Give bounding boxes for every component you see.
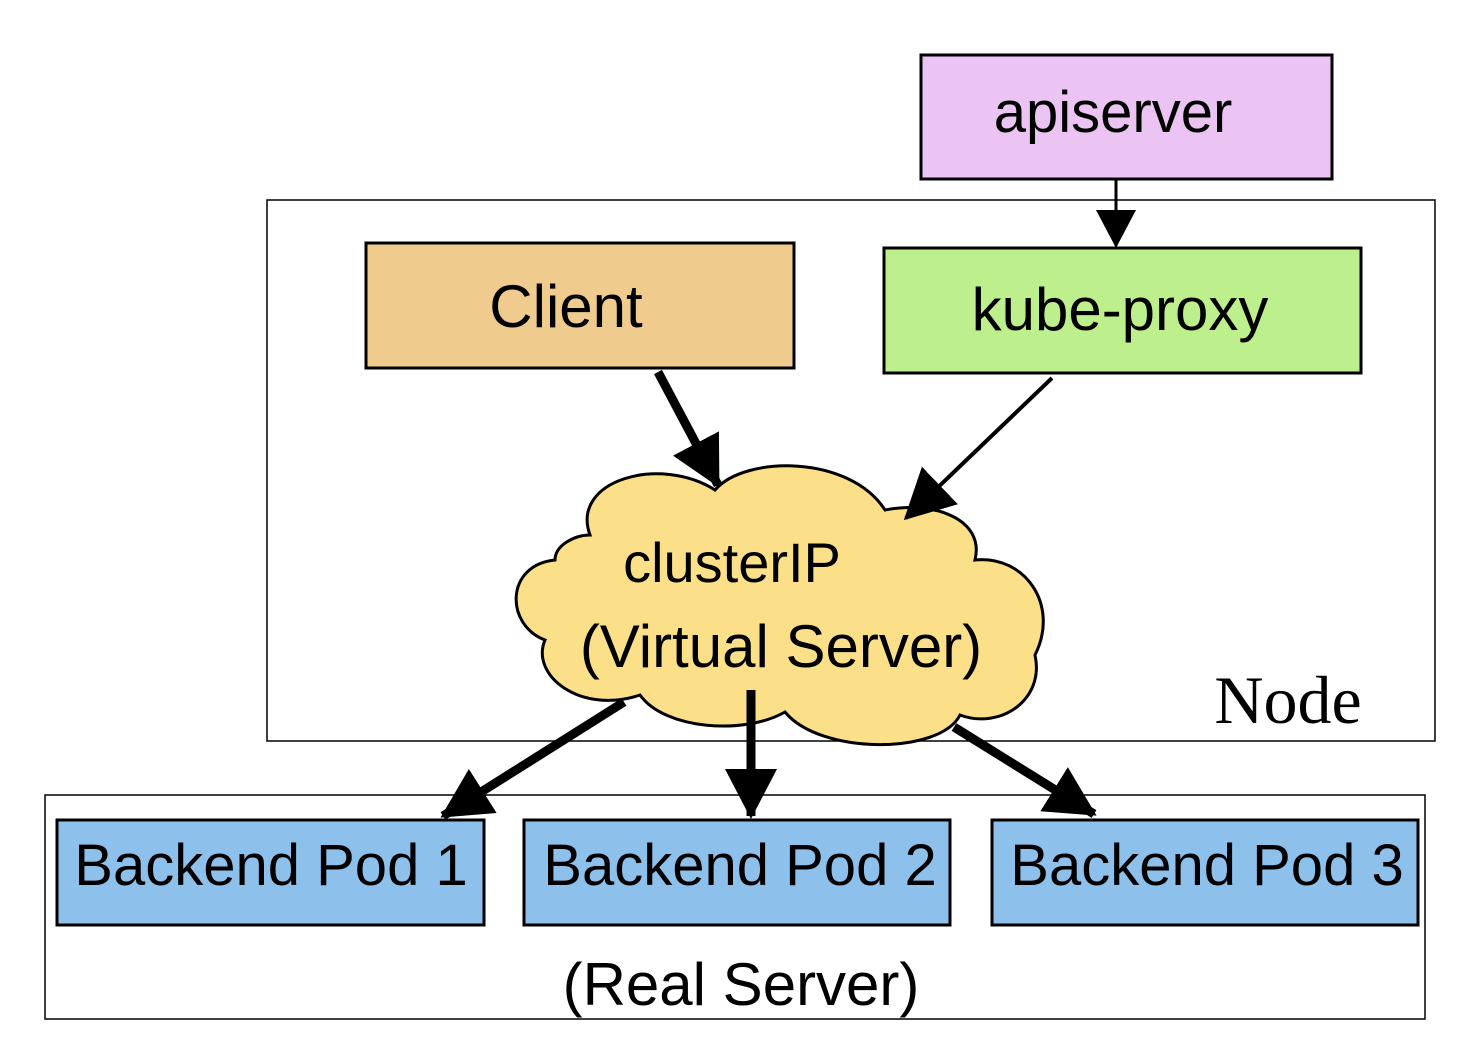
backend-pod-2-label: Backend Pod 2 (543, 833, 936, 898)
arrow-client-to-cluster-ip (654, 369, 722, 488)
arrow-cluster-ip-to-pod-1 (440, 698, 627, 820)
real-server-label: (Real Server) (563, 951, 920, 1018)
cluster-ip-label: clusterIP (623, 531, 841, 594)
cluster-ip-cloud: clusterIP (Virtual Server) (514, 464, 1045, 747)
arrow-cluster-ip-to-pod-3 (951, 723, 1097, 818)
apiserver-label: apiserver (994, 80, 1233, 145)
backend-pod-1-label: Backend Pod 1 (74, 833, 467, 898)
kube-proxy-box: kube-proxy (882, 246, 1363, 375)
backend-pod-2: Backend Pod 2 (522, 818, 952, 927)
cloud-shape (514, 464, 1045, 747)
kube-proxy-label: kube-proxy (972, 276, 1269, 343)
backend-pod-3-label: Backend Pod 3 (1010, 833, 1403, 898)
backend-pod-1: Backend Pod 1 (55, 818, 486, 927)
node-group-label: Node (1214, 662, 1361, 738)
client-box: Client (364, 241, 796, 370)
apiserver-box: apiserver (919, 53, 1334, 181)
virtual-server-label: (Virtual Server) (580, 613, 982, 680)
backend-pod-3: Backend Pod 3 (990, 818, 1420, 927)
client-label: Client (489, 273, 643, 340)
arrow-kube-proxy-to-cluster-ip (903, 376, 1054, 521)
